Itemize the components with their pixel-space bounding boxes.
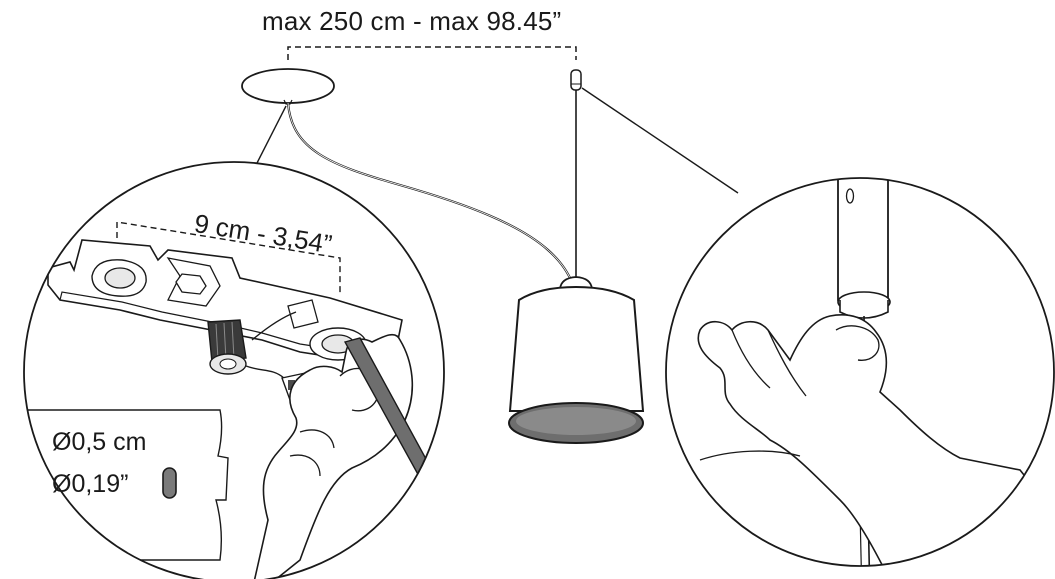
hole-diameter-cm-label: Ø0,5 cm: [52, 428, 147, 456]
leader-line-right: [582, 88, 738, 193]
drill-hole-symbol: [163, 468, 176, 498]
hand-holding-gripper: [698, 315, 1054, 566]
suspension-length-label: max 250 cm - max 98.45”: [262, 6, 562, 36]
detail-circle-right: [666, 178, 1054, 566]
leader-line-left: [256, 106, 286, 165]
cable-gripper-detail: [666, 178, 1054, 566]
lamp-top-cap: [560, 277, 592, 289]
suspension-dimension-bracket: [288, 47, 576, 60]
cable-gripper: [571, 70, 581, 90]
detail-circle-left: [24, 162, 444, 579]
ceiling-canopy: [242, 69, 334, 103]
bracket-dimension-line: [117, 222, 340, 296]
gripper-tube: [838, 178, 888, 300]
lamp-shade: [510, 287, 643, 411]
hole-diameter-in-label: Ø0,19”: [52, 470, 129, 498]
